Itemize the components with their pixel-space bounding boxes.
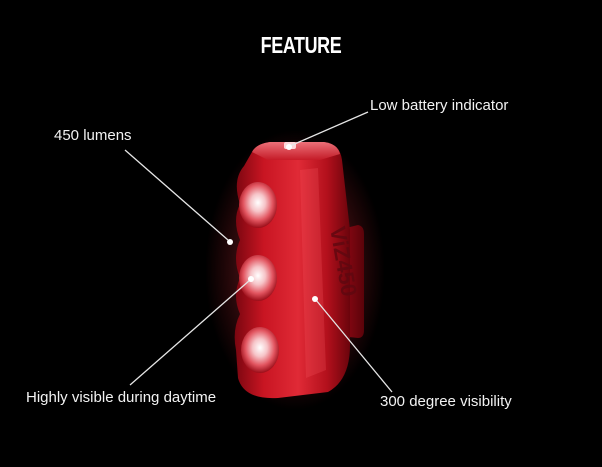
page-title: FEATURE — [260, 32, 342, 58]
lens-highlight — [300, 168, 326, 378]
callout-line-visibility — [315, 299, 393, 393]
callout-line-lumens — [124, 149, 229, 241]
led-middle — [239, 255, 277, 301]
callout-line-battery — [289, 111, 369, 147]
callout-line-daytime — [129, 279, 251, 386]
led-bottom — [241, 327, 279, 373]
callout-lumens: 450 lumens — [54, 127, 132, 144]
callout-300-degree: 300 degree visibility — [380, 393, 512, 410]
callout-dot-visibility — [312, 296, 318, 302]
callout-dot-battery — [286, 144, 292, 150]
callout-dot-daytime — [248, 276, 254, 282]
callout-dot-lumens — [227, 239, 233, 245]
led-top — [239, 182, 277, 228]
callout-dots — [227, 144, 318, 302]
callout-low-battery: Low battery indicator — [370, 97, 509, 114]
light-top-cap — [252, 142, 340, 160]
callout-lines — [124, 111, 393, 393]
callout-daytime-visibility: Highly visible during daytime — [26, 389, 217, 406]
